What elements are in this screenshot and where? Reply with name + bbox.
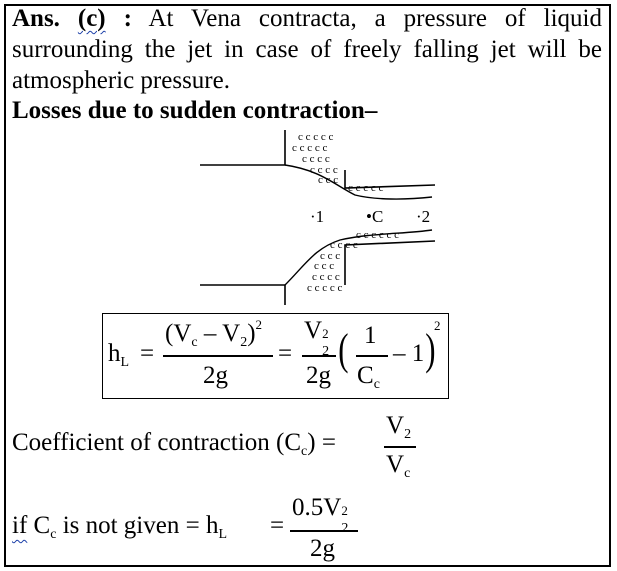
svg-text:c c c c: c c c c <box>312 271 340 283</box>
equals-3: = <box>270 512 285 539</box>
answer-prefix: Ans. <box>12 5 60 32</box>
svg-text:c c c c c: c c c c c <box>348 182 384 194</box>
label-section-2: ·2 <box>416 207 430 226</box>
svg-text:c c c c: c c c c <box>302 153 330 165</box>
outer-exponent: 2 <box>434 318 441 333</box>
svg-text:c c c c c c: c c c c c c <box>356 229 399 241</box>
inner-denominator: Cc <box>357 362 380 392</box>
hl-symbol: h <box>108 340 121 367</box>
answer-box <box>4 4 611 567</box>
svg-text:c c c: c c c <box>318 174 338 186</box>
denominator-2: 2g <box>306 362 331 389</box>
denominator-1: 2g <box>203 362 228 389</box>
sudden-contraction-diagram: c c c c c c c c c c c c c c c c c c c c … <box>200 130 436 305</box>
equals-2: = <box>278 340 293 367</box>
svg-text:c c c: c c c <box>320 250 340 262</box>
answer-colon: : <box>123 5 132 32</box>
right-paren: ) <box>425 325 436 374</box>
left-paren: ( <box>338 325 349 374</box>
label-section-1: ·1 <box>310 207 324 226</box>
label-section-c: •C <box>366 207 383 226</box>
numerator-1: (Vc – V2)2 <box>165 317 263 350</box>
svg-text:c c c: c c c <box>314 260 334 272</box>
inner-numerator: 1 <box>364 322 377 349</box>
svg-text:c c c c: c c c c <box>310 164 338 176</box>
coefficient-denominator: Vc <box>386 451 411 481</box>
section-heading: Losses due to sudden contraction– <box>12 97 378 124</box>
coefficient-numerator: V2 <box>386 412 412 442</box>
head-loss-formula-box <box>102 313 449 399</box>
answer-paragraph: Ans. (c) : At Vena contracta, a pressure… <box>12 3 602 96</box>
if-word: if <box>12 512 28 539</box>
svg-text:c c c c c: c c c c c <box>292 142 328 154</box>
svg-text:c c c c c: c c c c c <box>298 131 334 143</box>
hl-subscript: L <box>120 355 130 370</box>
equals-1: = <box>140 340 155 367</box>
coefficient-text: Coefficient of contraction (C <box>12 429 302 456</box>
if-denominator: 2g <box>310 535 335 562</box>
minus-one: – 1 <box>393 340 425 367</box>
svg-text:c c c c: c c c c <box>330 239 358 251</box>
answer-text: At Vena contracta, a pressure of liquid … <box>12 5 603 94</box>
answer-option: (c) <box>77 5 106 32</box>
svg-text:c c c c c: c c c c c <box>307 282 343 294</box>
